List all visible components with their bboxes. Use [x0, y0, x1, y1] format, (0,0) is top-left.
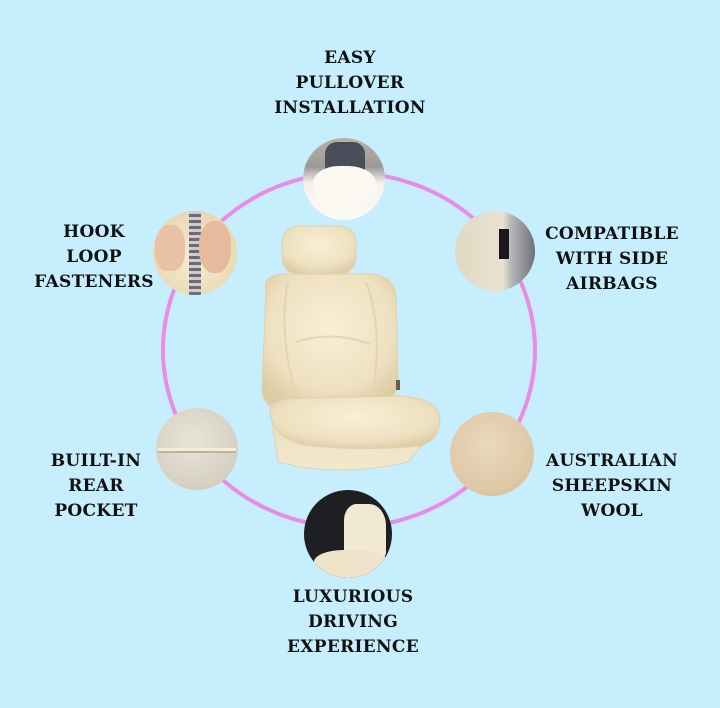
airbag-tag-photo: [455, 211, 535, 291]
car-interior-photo: [304, 490, 392, 578]
feature-label-luxurious-driving-experience: LUXURIOUS DRIVING EXPERIENCE: [287, 587, 419, 657]
headrest-photo: [303, 138, 385, 220]
rear-pocket-photo: [156, 408, 238, 490]
wool-texture-photo: [450, 412, 534, 496]
seat-cushion: [269, 395, 441, 450]
feature-label-compatible-with-side-airbags: COMPATIBLE WITH SIDE AIRBAGS: [545, 224, 679, 294]
feature-label-australian-sheepskin-wool: AUSTRALIAN SHEEPSKIN WOOL: [546, 451, 678, 521]
feature-label-easy-pullover-installation: EASY PULLOVER INSTALLATION: [274, 48, 426, 118]
feature-label-hook-loop-fasteners: HOOK LOOP FASTENERS: [34, 222, 154, 292]
feature-label-built-in-rear-pocket: BUILT-IN REAR POCKET: [50, 451, 142, 521]
headrest: [281, 225, 357, 275]
hands-fastening-photo: [153, 211, 237, 295]
